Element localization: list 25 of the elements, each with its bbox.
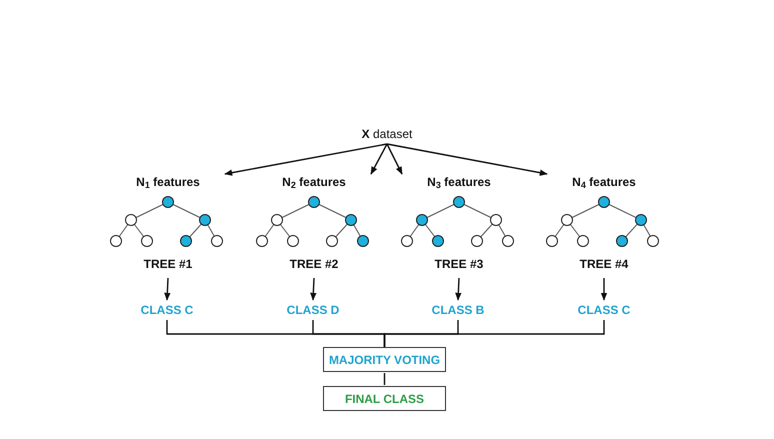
process-box: FINAL CLASS bbox=[323, 386, 446, 411]
tree-label: TREE #1 bbox=[144, 257, 192, 271]
arrow bbox=[370, 144, 388, 175]
arrow bbox=[224, 143, 388, 176]
arrow bbox=[455, 278, 462, 301]
arrow bbox=[600, 278, 608, 301]
arrow bbox=[310, 278, 317, 301]
class-label: CLASS D bbox=[274, 301, 352, 319]
tree-label: TREE #4 bbox=[580, 257, 628, 271]
class-label: CLASS B bbox=[419, 301, 497, 319]
class-label: CLASS C bbox=[128, 301, 206, 319]
feature-label: N$_{4}$ features bbox=[572, 175, 636, 189]
process-box: MAJORITY VOTING bbox=[323, 347, 446, 372]
arrow bbox=[164, 278, 171, 301]
arrow bbox=[386, 144, 403, 175]
feature-label: N$_{2}$ features bbox=[282, 175, 346, 189]
feature-label: N$_{3}$ features bbox=[427, 175, 491, 189]
arrow bbox=[386, 143, 548, 176]
tree-label: TREE #2 bbox=[290, 257, 338, 271]
tree-label: TREE #3 bbox=[434, 257, 484, 271]
class-label: CLASS C bbox=[565, 301, 643, 319]
connector-line bbox=[384, 320, 605, 347]
connector-line bbox=[384, 373, 386, 385]
dataset-label: X dataset bbox=[347, 125, 427, 143]
feature-label: N$_{1}$ features bbox=[136, 175, 200, 189]
